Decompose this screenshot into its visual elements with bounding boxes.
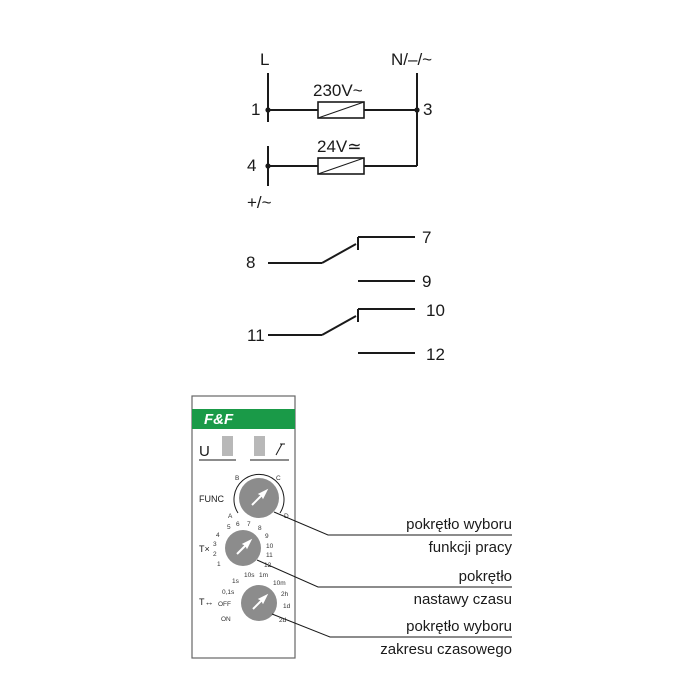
- time-scale-9: 9: [265, 533, 269, 540]
- arrow-icon: [236, 538, 253, 555]
- range-scale-10s: 10s: [244, 572, 255, 579]
- func-scale-b: B: [235, 475, 239, 482]
- callout-func-line1: pokrętło wyboru: [406, 516, 512, 533]
- callout-range-line2: zakresu czasowego: [380, 641, 512, 658]
- terminal-3-label: 3: [423, 100, 432, 119]
- range-scale-01s: 0,1s: [222, 589, 235, 596]
- time-scale-8: 8: [258, 525, 262, 532]
- range-scale-10m: 10m: [273, 580, 286, 587]
- callout-func-line2: funkcji pracy: [429, 539, 513, 556]
- terminal-11-label: 11: [247, 326, 265, 345]
- func-scale-a: A: [228, 513, 233, 520]
- time-scale-2: 2: [213, 551, 217, 558]
- range-scale-2d: 2d: [279, 617, 287, 624]
- time-scale-3: 3: [213, 541, 217, 548]
- terminal-9-label: 9: [422, 272, 431, 291]
- brand-logo: F&F: [204, 411, 234, 428]
- func-scale-d: D: [284, 513, 289, 520]
- brand-bar: [192, 409, 295, 429]
- range-scale-off: OFF: [218, 601, 231, 608]
- arrow-icon: [251, 488, 269, 506]
- terminal-plus-label: +/~: [247, 193, 272, 212]
- time-scale-4: 4: [216, 532, 220, 539]
- wiring-diagram: L N/–/~ 1 3 4 +/~ 230V~ 24V≃: [247, 50, 432, 212]
- time-scale-1: 1: [217, 561, 221, 568]
- terminal-10-label: 10: [426, 301, 445, 320]
- callout-time-line2: nastawy czasu: [414, 591, 512, 608]
- time-scale-5: 5: [227, 524, 231, 531]
- coil-230v-label: 230V~: [313, 81, 363, 100]
- callouts: pokrętło wyboru funkcji pracy pokrętło n…: [256, 511, 513, 658]
- terminal-4-label: 4: [247, 156, 256, 175]
- terminal-n-label: N/–/~: [391, 50, 432, 69]
- callout-range-line1: pokrętło wyboru: [406, 618, 512, 635]
- relay-indicator: [254, 436, 265, 456]
- range-scale-1m: 1m: [259, 572, 268, 579]
- time-scale-12: 12: [264, 562, 272, 569]
- trange-label: T↔: [199, 597, 214, 607]
- range-scale-on: ON: [221, 616, 231, 623]
- terminal-1-label: 1: [251, 100, 260, 119]
- time-scale-10: 10: [266, 543, 274, 550]
- tx-label: T×: [199, 544, 210, 554]
- range-scale-1d: 1d: [283, 603, 291, 610]
- coil-24v-label: 24V≃: [317, 137, 362, 156]
- terminal-l-label: L: [260, 50, 269, 69]
- contact-diagram: 7 8 9 10 11 12: [246, 228, 445, 364]
- time-scale-6: 6: [236, 521, 240, 528]
- range-scale-2h: 2h: [281, 591, 289, 598]
- time-scale-11: 11: [266, 552, 273, 559]
- func-scale-c: C: [276, 475, 281, 482]
- range-scale-1s: 1s: [232, 578, 240, 585]
- terminal-12-label: 12: [426, 345, 445, 364]
- time-scale-7: 7: [247, 521, 251, 528]
- callout-time-line1: pokrętło: [459, 568, 512, 585]
- terminal-8-label: 8: [246, 253, 255, 272]
- terminal-7-label: 7: [422, 228, 431, 247]
- u-label: U: [199, 443, 210, 460]
- power-indicator: [222, 436, 233, 456]
- func-label: FUNC: [199, 494, 224, 504]
- device-panel: F&F U FUNC B C A D T× 1 2 3 4 5 6 7 8 9 …: [191, 395, 296, 659]
- arrow-icon: [252, 593, 269, 610]
